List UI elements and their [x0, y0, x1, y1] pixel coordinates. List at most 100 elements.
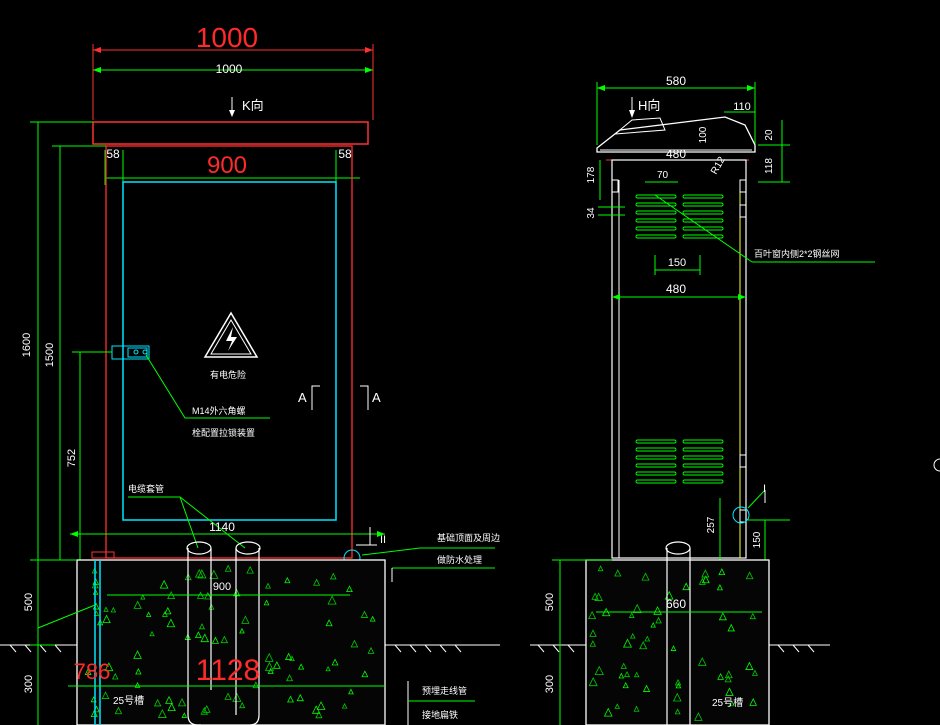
aggregate-speckle [101, 691, 110, 699]
aggregate-speckle [145, 611, 152, 617]
louver-slot [635, 463, 677, 468]
front-foundation [76, 559, 386, 725]
aggregate-speckle [209, 569, 219, 579]
aggregate-speckle [701, 569, 710, 578]
louver-slot [682, 471, 724, 476]
aggregate-speckle [751, 669, 759, 676]
front-foundation-speckle [84, 564, 376, 719]
side-dim-480-mid-text: 480 [666, 282, 686, 296]
side-dim-20-118: 20 118 [758, 120, 790, 183]
dim-height-body: 1500 [44, 343, 56, 367]
aggregate-speckle [655, 616, 662, 624]
aggregate-speckle [239, 627, 245, 634]
dim-base-bottom: 786 1128 25号槽 [68, 654, 385, 707]
section-a-left: A [298, 390, 307, 405]
aggregate-speckle [633, 671, 640, 678]
aggregate-speckle [284, 576, 291, 584]
aggregate-speckle [252, 681, 260, 689]
aggregate-speckle [133, 650, 142, 659]
aggregate-speckle [614, 703, 621, 709]
aggregate-speckle [298, 663, 305, 670]
aggregate-speckle [682, 582, 691, 591]
detail-i-label: I [763, 483, 766, 495]
aggregate-speckle [159, 579, 169, 589]
aggregate-speckle [369, 615, 376, 622]
upper-louvers [635, 194, 724, 239]
louver-slot [635, 226, 677, 231]
aggregate-speckle [727, 623, 736, 632]
side-dim-110-text: 110 [733, 101, 751, 113]
detail-i-marker: I [732, 483, 766, 524]
side-dim-20: 20 [764, 129, 775, 141]
side-dim-660-text: 660 [666, 597, 686, 611]
front-rebar-label: 25号槽 [113, 694, 144, 707]
aggregate-speckle [717, 672, 725, 680]
aggregate-speckle [315, 710, 323, 719]
louver-slot [635, 471, 677, 476]
louver-slot [635, 234, 677, 239]
aggregate-speckle [311, 705, 321, 714]
side-dim-34: 34 [586, 207, 597, 219]
side-rebar-label: 25号槽 [712, 696, 743, 709]
louver-slot [682, 194, 724, 199]
aggregate-speckle [286, 674, 294, 682]
aggregate-speckle [341, 702, 348, 709]
side-depth-500: 500 [544, 593, 556, 611]
aggregate-speckle [674, 708, 681, 715]
aggregate-speckle [633, 705, 640, 712]
side-foundation-speckle [588, 565, 759, 721]
aggregate-speckle [588, 610, 597, 620]
dim-height-lower: 752 [66, 449, 78, 467]
side-dim-top: 580 [596, 74, 756, 145]
louver-slot [682, 210, 724, 215]
aggregate-speckle [110, 606, 117, 613]
aggregate-speckle [745, 661, 754, 670]
louver-slot [635, 210, 677, 215]
cabinet-door [122, 181, 337, 521]
aggregate-speckle [134, 681, 141, 688]
side-lower-dims: 257 150 [706, 498, 790, 560]
aggregate-speckle [632, 603, 642, 614]
side-view: 580 H向 110 100 20 118 480 [530, 74, 875, 725]
waterproof-callout: 基础顶面及周边 做防水处理 [361, 532, 500, 582]
side-depth-300: 300 [544, 675, 556, 693]
vent-callout: 百叶窗内侧2*2钢丝网 [654, 194, 875, 263]
dim-base-width: 1140 [70, 520, 385, 537]
aggregate-speckle [718, 568, 726, 576]
side-depth-dims: 500 300 [544, 559, 612, 725]
aggregate-speckle [628, 612, 635, 618]
aggregate-speckle [745, 571, 754, 580]
aggregate-speckle [650, 621, 656, 628]
front-depth-300: 300 [23, 675, 35, 693]
aggregate-speckle [200, 707, 209, 715]
h-view-marker: H向 [629, 97, 660, 118]
dim-inner-base: 900 [107, 581, 350, 596]
aggregate-speckle [296, 693, 304, 702]
aggregate-speckle [675, 682, 682, 689]
bolt-label-1: M14外六角螺 [192, 405, 246, 416]
aggregate-speckle [329, 572, 337, 580]
side-dim-110: 110 [724, 101, 755, 113]
aggregate-speckle [111, 672, 119, 680]
aggregate-speckle [603, 707, 613, 717]
aggregate-speckle [263, 599, 270, 606]
aggregate-speckle [181, 712, 188, 718]
vent-label: 百叶窗内侧2*2钢丝网 [754, 248, 840, 259]
aggregate-speckle [725, 687, 734, 696]
louver-slot [682, 202, 724, 207]
aggregate-speckle [140, 594, 146, 600]
dim-side-left: 58 [106, 147, 120, 161]
side-dim-100: 100 [698, 126, 709, 143]
roof-slab [92, 121, 369, 145]
louver-slot [635, 447, 677, 452]
side-dim-70: 70 [657, 170, 669, 181]
pipe-label-2: 接地扁铁 [422, 709, 458, 720]
aggregate-speckle [246, 565, 254, 574]
aggregate-speckle [360, 610, 369, 618]
louver-slot [682, 447, 724, 452]
bolt-label-2: 栓配置拉锁装置 [192, 427, 255, 438]
aggregate-speckle [348, 688, 354, 695]
side-cabinet-body [611, 159, 747, 559]
height-dims: 1600 1500 752 [21, 121, 112, 560]
